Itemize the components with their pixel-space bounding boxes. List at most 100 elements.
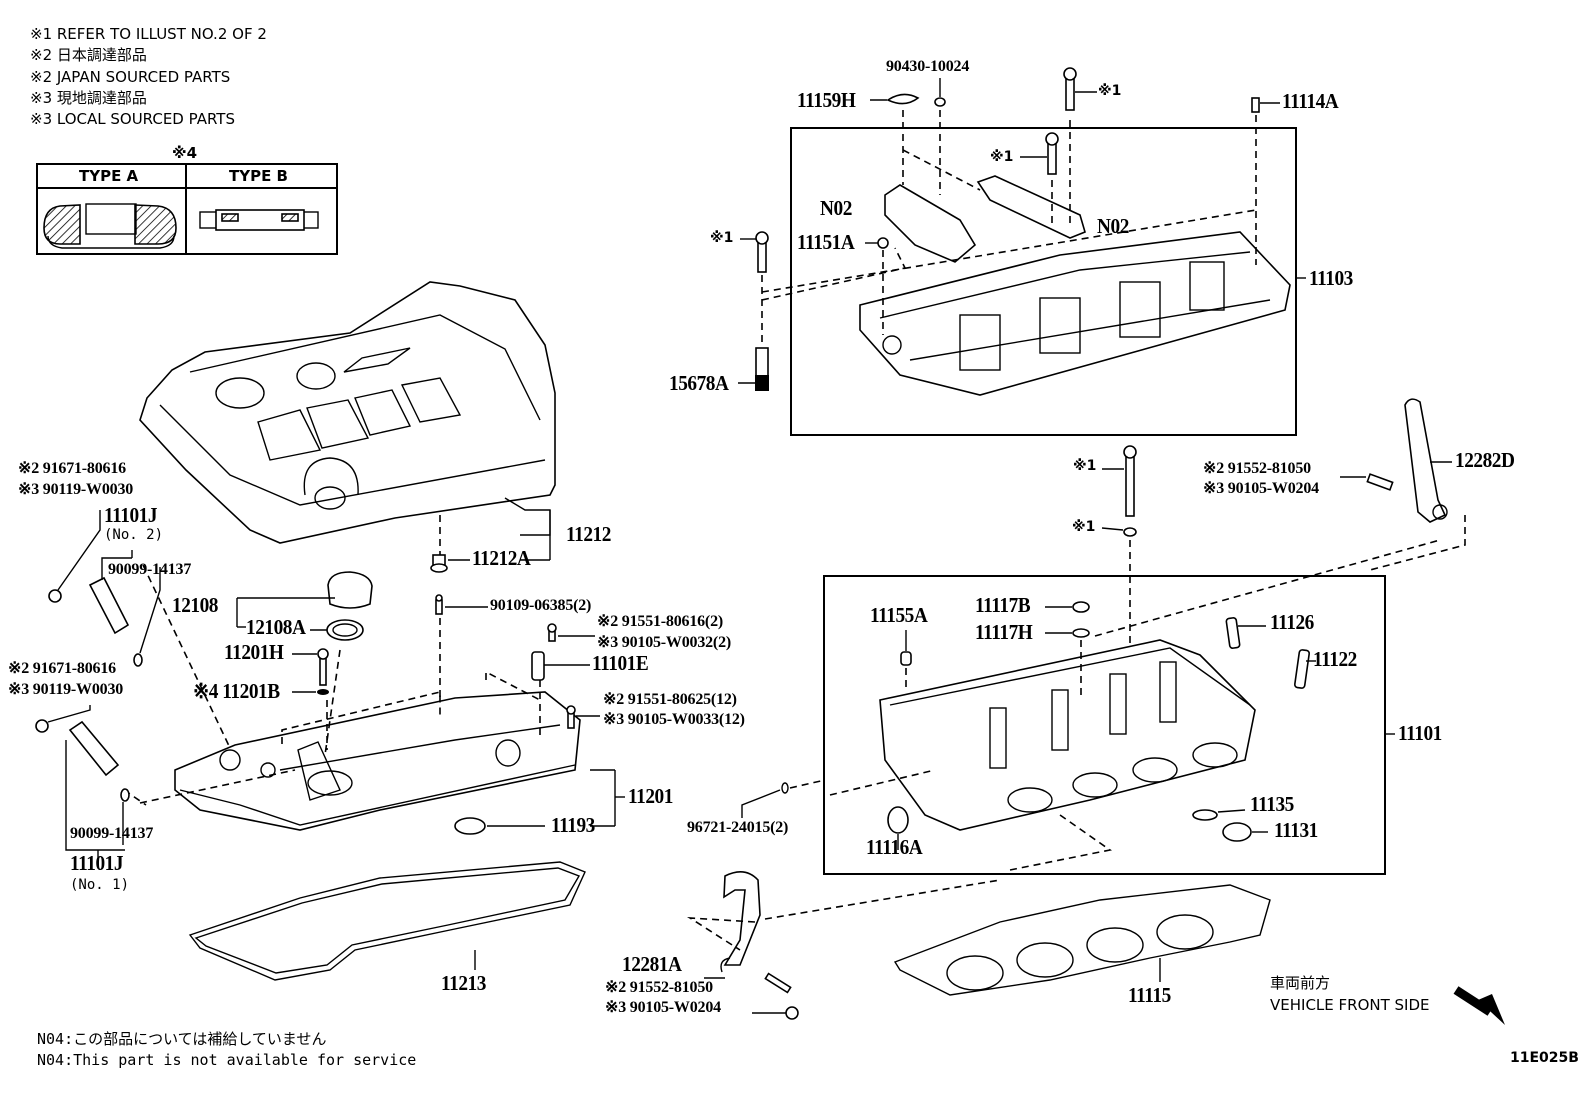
engine-cover-drawing <box>139 281 556 561</box>
ref-note-1: ※1 <box>1098 83 1122 99</box>
part-label-11213[interactable]: 11213 <box>441 971 486 995</box>
part-label-11159h[interactable]: 11159H <box>797 88 856 112</box>
part-label-12108[interactable]: 12108 <box>172 593 218 617</box>
part-90109 <box>435 599 443 615</box>
note-refer-illust: ※1 REFER TO ILLUST NO.2 OF 2 <box>30 25 267 43</box>
ref-note-1: ※1 <box>1072 519 1096 535</box>
plug-96721 <box>741 779 826 818</box>
ref-note-1: ※1 <box>1073 458 1097 474</box>
part-label-11151a[interactable]: 11151A <box>797 230 855 254</box>
arrow-down-right-icon <box>1453 986 1505 1025</box>
part-label-11135[interactable]: 11135 <box>1250 792 1294 816</box>
part-label-90119-w0030[interactable]: ※3 90119-W0030 <box>18 481 134 498</box>
part-label-11201b[interactable]: ※4 11201B <box>193 679 280 703</box>
ocv-no1-drawing <box>68 720 120 777</box>
part-label-11131[interactable]: 11131 <box>1274 818 1318 842</box>
part-label-11101e[interactable]: 11101E <box>592 651 649 675</box>
bracket-12282d <box>1340 398 1466 571</box>
note-local-sourced-en: ※3 LOCAL SOURCED PARTS <box>30 110 235 128</box>
gasket-11213 <box>188 861 586 981</box>
ocv-no2-drawing <box>88 576 130 635</box>
part-label-91552-81050[interactable]: ※2 91552-81050 <box>1203 460 1311 477</box>
part-label-n02-right[interactable]: N02 <box>1097 214 1129 238</box>
part-label-15678a[interactable]: 15678A <box>669 371 729 395</box>
engine-hanger-12281a <box>686 871 1001 1020</box>
part-label-11117h[interactable]: 11117H <box>975 620 1033 644</box>
part-label-11201[interactable]: 11201 <box>628 784 673 808</box>
part-label-11116a[interactable]: 11116A <box>866 835 923 859</box>
type-b-header: TYPE B <box>229 167 288 185</box>
part-label-90105-w0032[interactable]: ※3 90105-W0032(2) <box>597 634 731 651</box>
part-90430-10024 <box>934 97 946 107</box>
part-label-n02-left[interactable]: N02 <box>820 196 852 220</box>
part-label-90099-14137[interactable]: 90099-14137 <box>108 561 192 578</box>
part-label-11212[interactable]: 11212 <box>566 522 611 546</box>
part-label-11126[interactable]: 11126 <box>1270 610 1314 634</box>
footnote-n04-jp: N04:この部品については補給していません <box>37 1030 327 1048</box>
part-label-11193[interactable]: 11193 <box>551 813 595 837</box>
head-gasket-11115 <box>893 884 1271 996</box>
part-11114a <box>1251 97 1260 113</box>
vehicle-front-jp: 車両前方 <box>1270 974 1331 992</box>
part-label-11101j-no2[interactable]: 11101J <box>104 503 158 527</box>
type-a-header: TYPE A <box>79 167 139 185</box>
part-label-91671-80616[interactable]: ※2 91671-80616 <box>8 660 116 677</box>
type-a-seal-left <box>43 204 81 245</box>
part-11159h <box>886 93 920 105</box>
part-11101e <box>531 651 545 681</box>
illustration-code: 11E025B <box>1510 1050 1579 1066</box>
part-label-11122[interactable]: 11122 <box>1313 647 1357 671</box>
brand-logo-drawing <box>296 362 336 390</box>
part-label-90099-14137[interactable]: 90099-14137 <box>70 825 154 842</box>
note-japan-sourced-en: ※2 JAPAN SOURCED PARTS <box>30 68 231 86</box>
part-label-90105-w0204[interactable]: ※3 90105-W0204 <box>605 999 721 1016</box>
part-11193 <box>454 817 486 835</box>
part-label-91551-80625[interactable]: ※2 91551-80625(12) <box>603 691 737 708</box>
part-15678a <box>755 347 769 377</box>
bearing-cap-right <box>976 175 1086 239</box>
part-label-12281a[interactable]: 12281A <box>622 952 682 976</box>
note-local-sourced-jp: ※3 現地調達部品 <box>30 89 147 107</box>
part-label-no1: (No. 1) <box>70 877 130 893</box>
part-label-90119-w0030[interactable]: ※3 90119-W0030 <box>8 681 124 698</box>
cylinder-head-cover-drawing <box>123 564 625 835</box>
part-label-11114a[interactable]: 11114A <box>1282 89 1339 113</box>
oil-filler-cap <box>236 554 600 729</box>
bolt-icon <box>1065 75 1075 111</box>
part-label-11101[interactable]: 11101 <box>1398 721 1442 745</box>
ref-note-1: ※1 <box>990 149 1014 165</box>
ref-note-1: ※1 <box>710 230 734 246</box>
camshaft-housing-drawing <box>859 231 1291 396</box>
head-bolt <box>1101 445 1137 660</box>
footnote-n04-en: N04:This part is not available for servi… <box>37 1051 417 1069</box>
part-label-no2: (No. 2) <box>104 527 164 543</box>
part-label-90105-w0033[interactable]: ※3 90105-W0033(12) <box>603 711 745 728</box>
part-label-11115[interactable]: 11115 <box>1128 983 1171 1007</box>
part-label-90105-w0204[interactable]: ※3 90105-W0204 <box>1203 480 1319 497</box>
part-label-12108a[interactable]: 12108A <box>246 615 306 639</box>
camshaft-housing-frame <box>761 110 1306 436</box>
part-label-91671-80616[interactable]: ※2 91671-80616 <box>18 460 126 477</box>
part-label-11212a[interactable]: 11212A <box>472 546 531 570</box>
part-label-91551-80616[interactable]: ※2 91551-80616(2) <box>597 613 723 630</box>
part-label-11201h[interactable]: 11201H <box>224 640 284 664</box>
part-label-11103[interactable]: 11103 <box>1309 266 1353 290</box>
part-label-11101j-no1[interactable]: 11101J <box>70 851 124 875</box>
cylinder-head-frame <box>823 539 1441 875</box>
part-label-90109-06385[interactable]: 90109-06385(2) <box>490 597 592 614</box>
part-label-91552-81050[interactable]: ※2 91552-81050 <box>605 979 713 996</box>
type-a-seal-right <box>134 204 177 245</box>
type-table <box>36 163 338 255</box>
bearing-cap-left <box>884 184 977 263</box>
vehicle-front-en: VEHICLE FRONT SIDE <box>1270 996 1430 1014</box>
oil-control-valves <box>35 510 161 860</box>
top-small-parts <box>738 67 1280 391</box>
part-label-11155a[interactable]: 11155A <box>870 603 928 627</box>
part-label-11117b[interactable]: 11117B <box>975 593 1031 617</box>
part-label-96721-24015[interactable]: 96721-24015(2) <box>687 819 789 836</box>
note-japan-sourced-jp: ※2 日本調達部品 <box>30 46 147 64</box>
part-label-90430-10024[interactable]: 90430-10024 <box>886 58 970 75</box>
part-label-12282d[interactable]: 12282D <box>1455 448 1515 472</box>
